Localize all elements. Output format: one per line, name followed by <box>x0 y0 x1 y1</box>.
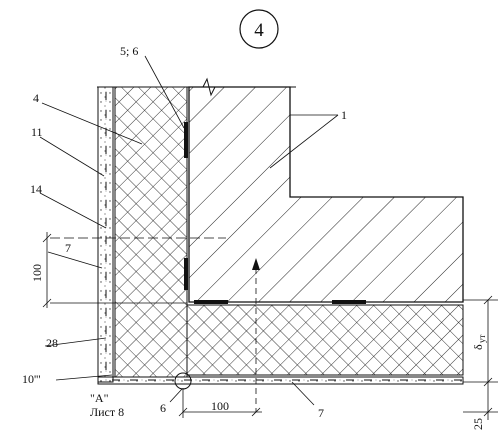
reference-mark: "A" <box>90 391 109 405</box>
delta-symbol: δ <box>471 344 485 350</box>
dimension-100-horizontal: 100 <box>211 399 229 413</box>
dimension-delta-insulation: δ ут <box>471 335 487 351</box>
detail-circle <box>239 9 279 49</box>
detail-a-circle <box>174 372 192 390</box>
detail-number: 4 <box>254 20 264 41</box>
dimension-100-vertical: 100 <box>30 264 44 282</box>
callout-7-bottom: 7 <box>318 406 324 420</box>
callout-1: 1 <box>341 108 347 122</box>
callout-28: 28 <box>46 336 58 350</box>
callout-10: 10''' <box>22 372 41 386</box>
callout-14: 14 <box>30 182 42 196</box>
right-dimensions <box>463 295 498 420</box>
dimension-25: 25 <box>471 418 485 430</box>
callout-6: 6 <box>160 401 166 415</box>
adhesive-strips <box>184 122 366 304</box>
insulation-vertical <box>114 86 188 378</box>
left-dimension-100 <box>42 232 52 308</box>
insulation-horizontal <box>186 304 464 376</box>
vertical-dash-arrow <box>252 258 260 412</box>
leader-lines <box>39 55 339 406</box>
callout-5-6: 5; 6 <box>120 44 138 58</box>
reinforcing-mesh <box>105 92 462 381</box>
delta-subscript: ут <box>477 335 487 344</box>
callout-11: 11 <box>31 125 43 139</box>
detail-marker: 4 <box>239 9 279 49</box>
callout-4: 4 <box>33 91 39 105</box>
concrete-wall <box>188 86 464 303</box>
reference-sheet: Лист 8 <box>90 405 124 419</box>
bottom-dimension-100 <box>178 388 262 418</box>
callout-7-left: 7 <box>65 241 71 255</box>
